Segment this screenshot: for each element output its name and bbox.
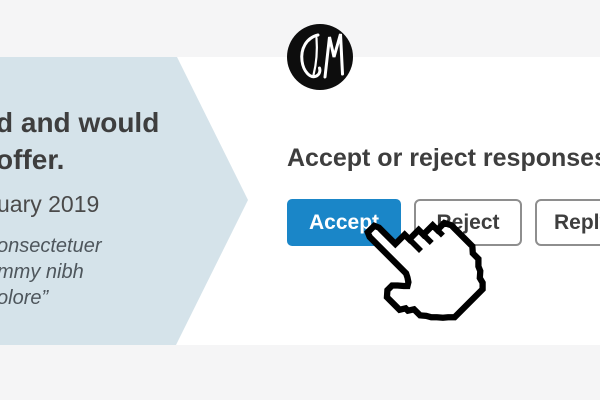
gm-logo-icon	[287, 24, 353, 90]
bottom-gray-band	[0, 345, 600, 400]
testimonial-headline-line2: offer.	[0, 144, 65, 175]
page-title: Accept or reject responses	[287, 144, 600, 172]
testimonial-quote-line2: mmy nibh	[0, 261, 84, 283]
response-actions: Accept Reject Reply	[287, 199, 600, 246]
testimonial-headline-line1: d and would	[0, 107, 160, 138]
testimonial-quote-line3: olore”	[0, 287, 49, 309]
accept-button[interactable]: Accept	[287, 199, 401, 246]
testimonial-date: uary 2019	[0, 191, 100, 217]
reply-button[interactable]: Reply	[535, 199, 600, 246]
testimonial-quote-line1: onsectetuer	[0, 235, 102, 257]
reject-button[interactable]: Reject	[414, 199, 522, 246]
testimonial-headline: d and would offer.	[0, 104, 159, 178]
testimonial-quote: onsectetuer mmy nibh olore”	[0, 233, 102, 311]
